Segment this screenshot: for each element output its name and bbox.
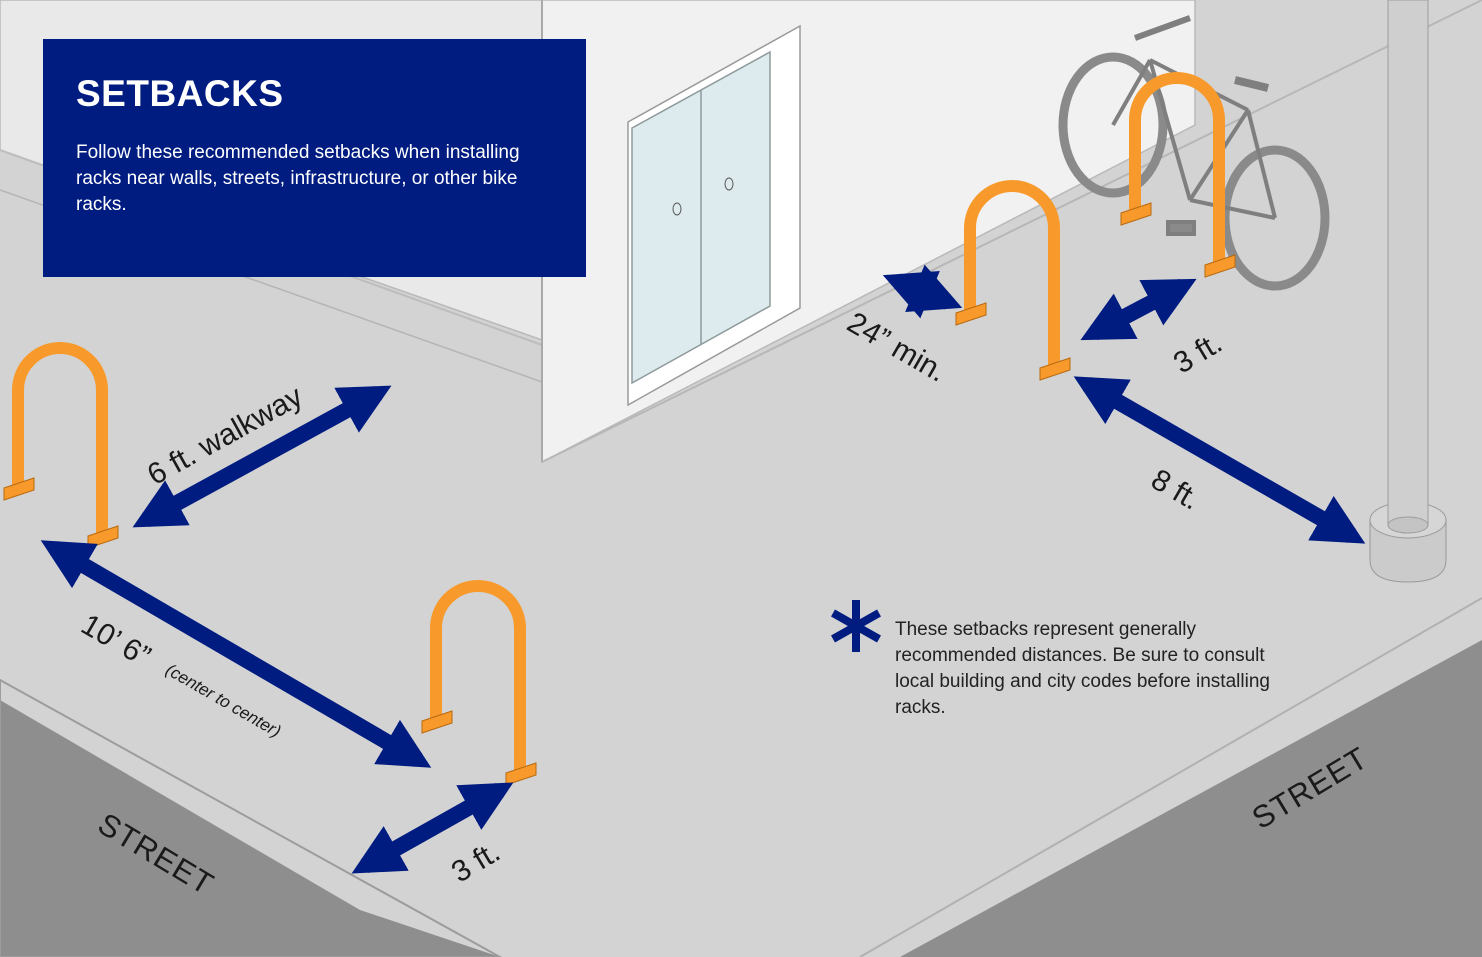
curb-right bbox=[859, 597, 1482, 957]
curb-left bbox=[0, 678, 503, 957]
rack-base-plate bbox=[955, 302, 987, 326]
glass-double-door bbox=[627, 24, 801, 407]
rack-base-plate bbox=[1204, 254, 1236, 278]
arrow-between-racks bbox=[1080, 278, 1197, 341]
asterisk-icon bbox=[831, 600, 881, 652]
footnote-text: These setbacks represent generally recom… bbox=[895, 619, 1270, 718]
panel-description: Follow these recommended setbacks when i… bbox=[76, 142, 520, 215]
light-pole bbox=[1369, 0, 1447, 583]
panel-title: SETBACKS bbox=[76, 73, 284, 114]
rack-base-plate bbox=[1120, 202, 1152, 226]
arrow-rack-spacing bbox=[40, 540, 432, 768]
rack-base-plate bbox=[1039, 357, 1071, 381]
rack-base-plate bbox=[505, 762, 537, 786]
arrow-street-left bbox=[351, 782, 514, 874]
arrow-wall-min bbox=[882, 264, 963, 319]
rack-base-plate bbox=[3, 477, 35, 501]
bike-rack-left bbox=[12, 342, 108, 533]
arrow-walkway bbox=[132, 385, 392, 528]
bike-rack-with-bike bbox=[1129, 72, 1225, 262]
right-wall-base-edge bbox=[541, 0, 1482, 463]
bicycle bbox=[1058, 15, 1330, 291]
title-panel: SETBACKS Follow these recommended setbac… bbox=[43, 39, 586, 277]
street-left bbox=[0, 700, 500, 957]
bike-rack-front bbox=[430, 580, 526, 770]
bike-rack-near-wall bbox=[964, 180, 1060, 365]
arrow-to-pole bbox=[1073, 376, 1366, 544]
street-right bbox=[900, 640, 1482, 957]
